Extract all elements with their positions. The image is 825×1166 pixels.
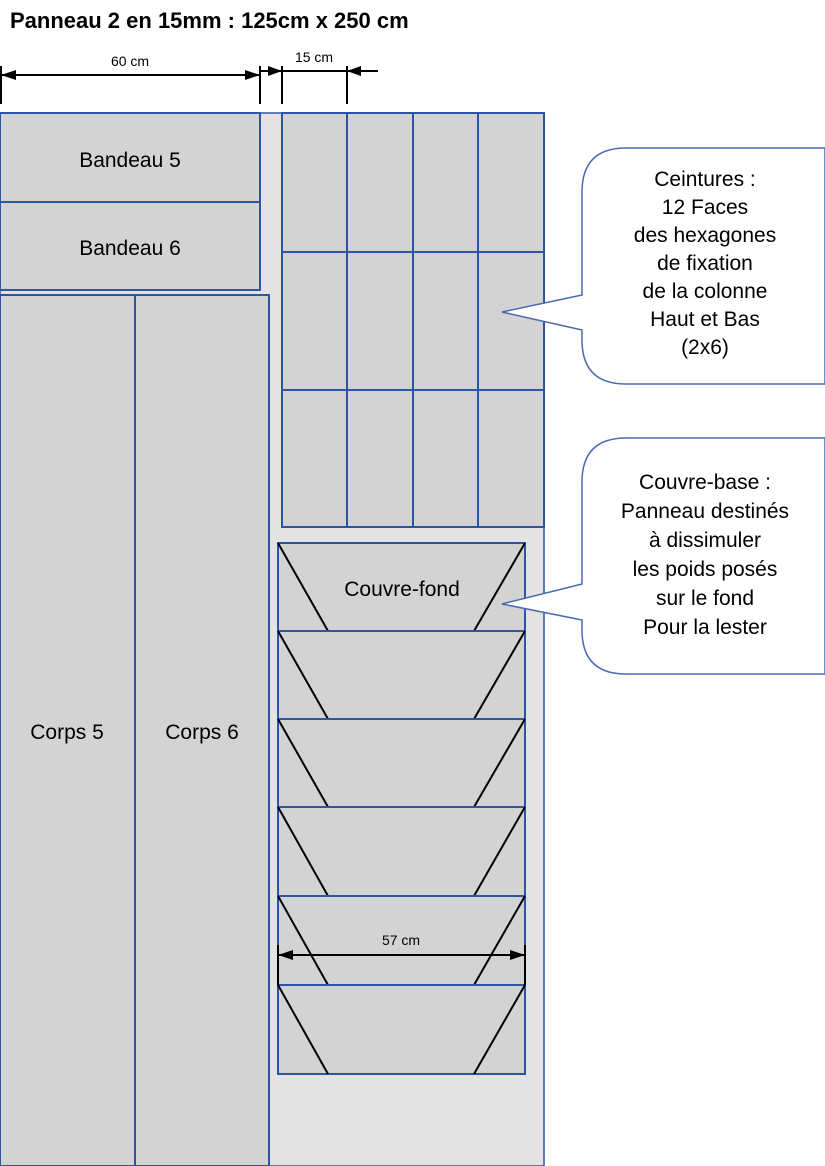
callout-couvre-base-line-6: Pour la lester bbox=[643, 616, 767, 639]
callout-couvre-base-line-4: les poids posés bbox=[633, 558, 778, 581]
couvre-fond-label: Couvre-fond bbox=[344, 578, 460, 601]
svg-text:Bandeau 5: Bandeau 5 bbox=[79, 149, 181, 172]
dimension-15cm-label: 15 cm bbox=[295, 49, 333, 65]
svg-text:Bandeau 6: Bandeau 6 bbox=[79, 237, 181, 260]
callout-ceintures-line-1: Ceintures : bbox=[654, 168, 756, 191]
piece-corps-5: Corps 5 bbox=[0, 294, 136, 1166]
callout-couvre-base: Couvre-base : Panneau destinés à dissimu… bbox=[501, 437, 825, 675]
callout-couvre-base-line-2: Panneau destinés bbox=[621, 500, 789, 523]
callout-ceintures-line-6: Haut et Bas bbox=[650, 308, 760, 331]
piece-bandeau-6: Bandeau 6 bbox=[0, 201, 261, 291]
dimension-57cm: 57 cm bbox=[277, 932, 526, 985]
piece-bandeau-5: Bandeau 5 bbox=[0, 112, 261, 203]
callout-ceintures: Ceintures : 12 Faces des hexagones de fi… bbox=[501, 147, 825, 385]
callout-ceintures-line-7: (2x6) bbox=[681, 336, 729, 359]
ceintures-grid bbox=[281, 112, 545, 528]
callout-ceintures-line-5: de la colonne bbox=[643, 280, 768, 303]
couvre-fond-pieces: Couvre-fond bbox=[277, 542, 526, 1075]
dimension-60cm: 60 cm bbox=[0, 53, 261, 104]
callout-couvre-base-line-3: à dissimuler bbox=[649, 529, 761, 552]
callout-ceintures-line-4: de fixation bbox=[657, 252, 753, 275]
callout-couvre-base-line-5: sur le fond bbox=[656, 587, 754, 610]
callout-ceintures-line-3: des hexagones bbox=[634, 224, 776, 247]
svg-text:Corps 6: Corps 6 bbox=[165, 721, 239, 744]
callout-couvre-base-line-1: Couvre-base : bbox=[639, 471, 771, 494]
svg-text:Corps 5: Corps 5 bbox=[30, 721, 104, 744]
callout-ceintures-line-2: 12 Faces bbox=[662, 196, 748, 219]
piece-corps-6: Corps 6 bbox=[134, 294, 270, 1166]
dimension-57cm-label: 57 cm bbox=[382, 932, 420, 948]
dimension-15cm: 15 cm bbox=[260, 49, 378, 104]
dimension-60cm-label: 60 cm bbox=[111, 53, 149, 69]
diagram-title: Panneau 2 en 15mm : 125cm x 250 cm bbox=[10, 8, 409, 33]
